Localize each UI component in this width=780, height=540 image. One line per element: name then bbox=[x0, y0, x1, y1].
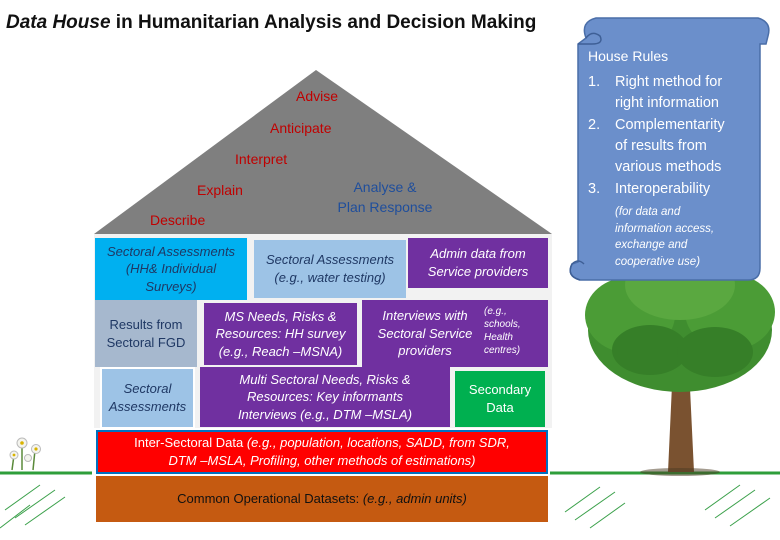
text-line: Admin data from bbox=[430, 246, 526, 262]
text-line: Resources: HH survey bbox=[215, 326, 346, 342]
rule-number: 2. bbox=[588, 116, 601, 133]
rule-number: 1. bbox=[588, 74, 601, 90]
text-line: schools, bbox=[484, 318, 521, 330]
analyse-line-1: Analyse & bbox=[353, 179, 417, 195]
text-line: Interviews with bbox=[382, 308, 468, 324]
text-line: centres) bbox=[484, 344, 521, 356]
roof-label-interpret: Interpret bbox=[235, 151, 288, 167]
roof-label-analyse: Analyse & Plan Response bbox=[330, 178, 440, 217]
house-roof bbox=[94, 70, 552, 234]
roof-label-explain: Explain bbox=[197, 182, 243, 198]
daisy-flowers bbox=[9, 437, 41, 471]
text-line: Sectoral bbox=[123, 381, 172, 397]
roof-label-describe: Describe bbox=[150, 212, 206, 228]
text-line: Interviews (e.g., DTM –MSLA) bbox=[237, 406, 413, 422]
inter-sectoral-label: Inter-Sectoral Data bbox=[134, 435, 244, 451]
house-rule-3: 3. Interoperability bbox=[588, 179, 756, 200]
box-results-fgd: Results from Sectoral FGD bbox=[95, 300, 197, 367]
grass-hatch-left bbox=[0, 484, 66, 529]
text-line: Interoperability bbox=[615, 180, 711, 197]
grass-hatch-right bbox=[564, 484, 771, 529]
house-rules-note: (for data and information access, exchan… bbox=[588, 204, 756, 271]
text-line: Secondary bbox=[468, 382, 532, 398]
text-line: cooperative use) bbox=[615, 255, 701, 268]
text-line: Results from bbox=[109, 316, 183, 332]
house-rule-1: 1. Right method for right information bbox=[588, 72, 756, 115]
text-line: Health bbox=[484, 331, 513, 343]
box-admin-data: Admin data from Service providers bbox=[408, 238, 548, 288]
rule-number: 3. bbox=[588, 180, 601, 197]
house-rules-heading: House Rules bbox=[588, 48, 669, 64]
text-line: (e.g., Reach –MSNA) bbox=[218, 343, 343, 359]
tree-illustration bbox=[585, 250, 775, 476]
box-sectoral-assessments-3: Sectoral Assessments bbox=[100, 367, 195, 429]
box-interviews-service-providers: Interviews with Sectoral Service provide… bbox=[362, 300, 548, 367]
text-line: exchange and bbox=[615, 239, 688, 252]
analyse-line-2: Plan Response bbox=[337, 198, 433, 215]
text-line: Multi Sectoral Needs, Risks & bbox=[239, 371, 411, 387]
text-line: Sectoral Service bbox=[377, 325, 473, 341]
common-rest: (e.g., admin units) bbox=[359, 491, 467, 507]
text-line: Sectoral FGD bbox=[106, 334, 186, 350]
box-sectoral-assessments-hh: Sectoral Assessments (HH& Individual Sur… bbox=[95, 238, 247, 300]
text-line: right information bbox=[615, 95, 719, 112]
inter-sectoral-line2: DTM –MSLA, Profiling, other methods of e… bbox=[168, 453, 476, 468]
text-line: Surveys) bbox=[145, 278, 197, 294]
text-line: information access, bbox=[615, 222, 715, 235]
roof-label-anticipate: Anticipate bbox=[270, 120, 332, 136]
common-label: Common Operational Datasets: bbox=[177, 491, 360, 507]
text-line: Sectoral Assessments bbox=[265, 252, 395, 268]
text-line: (HH& Individual bbox=[125, 261, 217, 277]
inter-sectoral-line1: (e.g., population, locations, SADD, from… bbox=[243, 435, 510, 451]
box-secondary-data: Secondary Data bbox=[455, 371, 545, 427]
box-inter-sectoral-data: Inter-Sectoral Data (e.g., population, l… bbox=[96, 430, 548, 474]
text-line: (e.g., bbox=[484, 305, 507, 317]
text-line: MS Needs, Risks & bbox=[224, 308, 337, 324]
house-rule-2: 2. Complementarity of results from vario… bbox=[588, 115, 756, 179]
house-rules-panel: House Rules 1. Right method for right in… bbox=[588, 48, 756, 271]
text-line: (for data and bbox=[615, 205, 681, 218]
box-ms-needs: MS Needs, Risks & Resources: HH survey (… bbox=[204, 303, 357, 365]
text-line: providers bbox=[398, 343, 452, 359]
text-line: Resources: Key informants bbox=[246, 389, 404, 405]
text-line: Data bbox=[486, 400, 514, 415]
text-line: Complementarity bbox=[615, 116, 725, 133]
house-rules-scroll bbox=[569, 17, 770, 281]
roof-label-advise: Advise bbox=[296, 88, 339, 104]
text-line: Service providers bbox=[427, 264, 529, 279]
text-line: Sectoral Assessments bbox=[106, 243, 236, 259]
box-common-operational-datasets: Common Operational Datasets: (e.g., admi… bbox=[96, 476, 548, 522]
text-line: various methods bbox=[615, 159, 722, 176]
box-sectoral-assessments-water: Sectoral Assessments (e.g., water testin… bbox=[254, 240, 406, 298]
page-title: Data House in Humanitarian Analysis and … bbox=[6, 12, 536, 34]
box-multi-sectoral-needs: Multi Sectoral Needs, Risks & Resources:… bbox=[200, 367, 450, 427]
text-line: (e.g., water testing) bbox=[274, 270, 386, 285]
text-line: of results from bbox=[615, 137, 707, 154]
title-emphasis: Data House bbox=[6, 12, 111, 33]
title-rest: in Humanitarian Analysis and Decision Ma… bbox=[110, 12, 537, 33]
text-line: Right method for bbox=[615, 74, 723, 90]
text-line: Assessments bbox=[108, 399, 187, 414]
